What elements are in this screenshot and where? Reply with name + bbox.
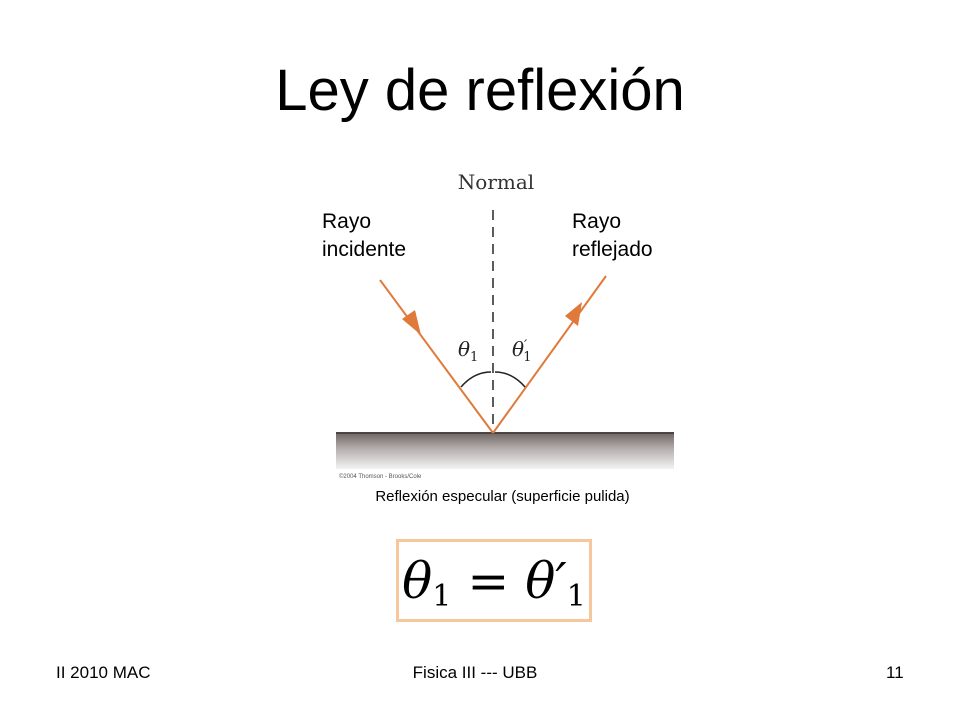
slide-title: Ley de reflexión xyxy=(275,58,685,123)
footer-center: Fisica III --- UBB xyxy=(412,663,538,682)
normal-label: Normal xyxy=(458,170,534,194)
reflected-ray-label: Rayo reflejado xyxy=(572,208,653,264)
formula-lhs-symbol: θ xyxy=(402,551,433,610)
formula-rhs-symbol: θ′ xyxy=(525,551,567,610)
reflected-ray-arrowhead xyxy=(565,302,582,326)
slide-number: 11 xyxy=(886,663,904,682)
reflected-angle-arc xyxy=(494,371,526,388)
incident-ray-label: Rayo incidente xyxy=(322,208,406,264)
figure-caption: Reflexión especular (superficie pulida) xyxy=(375,488,630,505)
formula-lhs-subscript: 1 xyxy=(432,579,452,614)
reflected-label-line1: Rayo xyxy=(572,210,622,233)
incident-angle-label: θ1 xyxy=(458,337,478,365)
copyright-notice: ©2004 Thomson - Brooks/Cole xyxy=(339,473,422,480)
footer-left: II 2010 MAC xyxy=(56,663,151,682)
reflecting-surface xyxy=(336,433,674,469)
incident-angle-arc xyxy=(460,371,492,388)
reflected-angle-label: θ′1 xyxy=(512,337,532,365)
incident-label-line1: Rayo xyxy=(322,210,372,233)
formula-equals: = xyxy=(467,551,510,610)
incident-ray xyxy=(379,279,494,434)
formula-rhs-subscript: 1 xyxy=(566,579,586,614)
reflected-ray xyxy=(492,275,607,434)
reflected-label-line2: reflejado xyxy=(572,238,653,261)
incident-ray-arrowhead xyxy=(402,310,421,335)
incident-label-line2: incidente xyxy=(322,238,407,261)
